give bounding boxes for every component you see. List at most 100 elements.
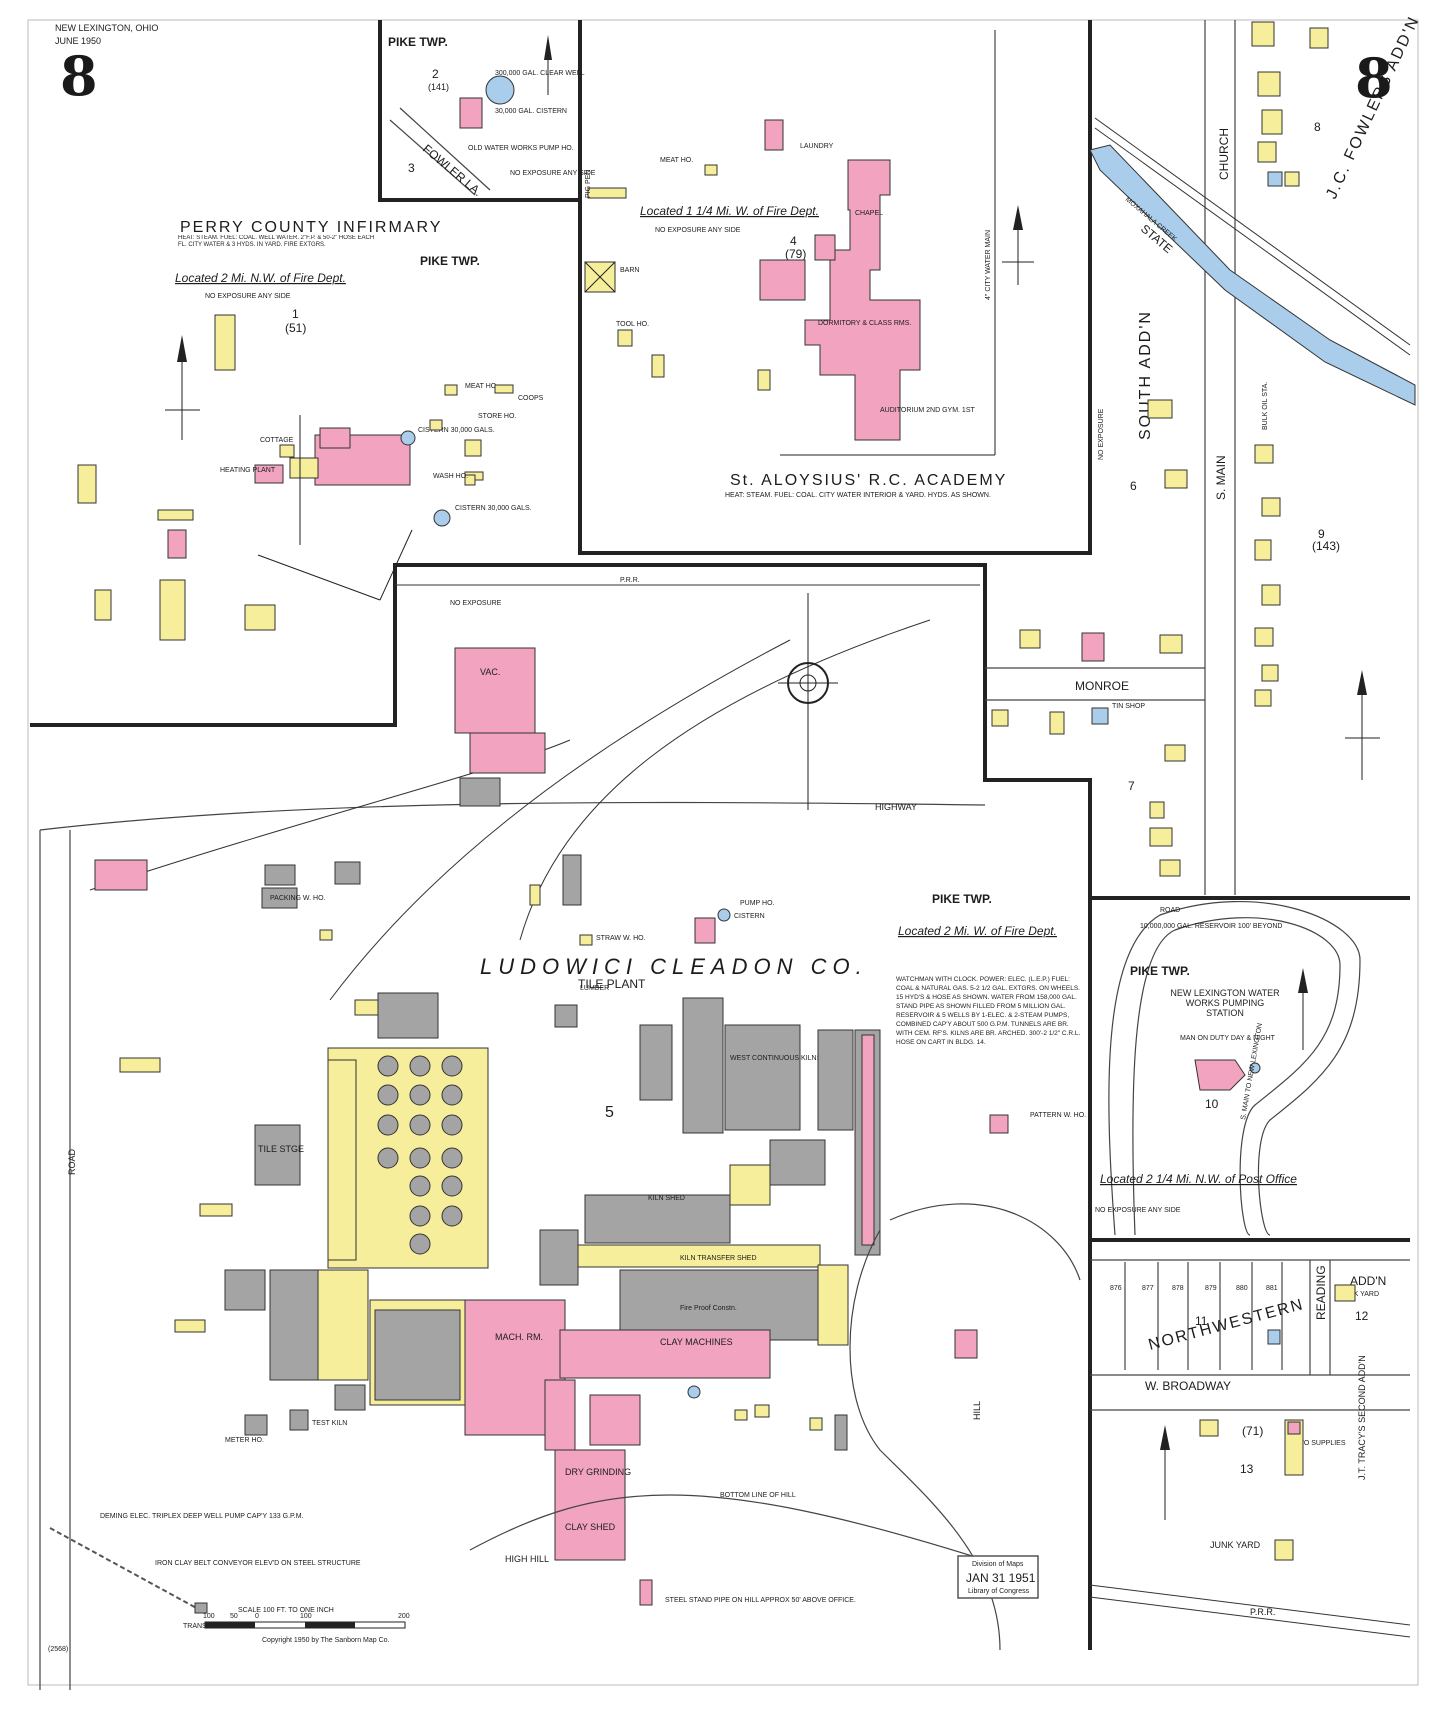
shed-78 — [809, 1417, 823, 1431]
sorting-shed — [639, 1024, 673, 1101]
dwelling — [1261, 664, 1279, 682]
reservoir-note: 10,000,000 GAL. RESERVOIR 100' BEYOND — [1140, 923, 1282, 930]
block12-label: 12 — [1355, 1309, 1369, 1323]
library-stamp — [957, 1555, 1039, 1599]
dwelling — [1159, 859, 1181, 877]
machine-shed — [214, 314, 236, 371]
building-74 — [562, 854, 582, 906]
stamp-line3: Library of Congress — [968, 1588, 1030, 1595]
dry-grinding-label: DRY GRINDING — [565, 1467, 631, 1477]
packing-label: PACKING W. HO. — [270, 895, 326, 902]
ww-road-label: ROAD — [1160, 907, 1180, 914]
infirmary-location: Located 2 Mi. N.W. of Fire Dept. — [175, 271, 346, 285]
city-water-main-label: 4" CITY WATER MAIN — [985, 230, 992, 300]
dwelling — [1254, 444, 1274, 464]
high-hill-label: HIGH HILL — [505, 1554, 549, 1564]
dwelling — [1149, 801, 1165, 819]
plant-location: Located 2 Mi. W. of Fire Dept. — [898, 924, 1057, 938]
infirmary-wing — [319, 427, 351, 449]
plant-title: LUDOWICI CLEADON CO. — [480, 954, 868, 979]
meat-house-label: MEAT HO. — [660, 157, 693, 164]
shed — [529, 884, 541, 906]
lot-number: 881 — [1266, 1285, 1278, 1292]
laundry-label: LAUNDRY — [800, 143, 834, 150]
dormitory-label: DORMITORY & CLASS RMS. — [818, 320, 911, 327]
meter-house — [244, 1414, 268, 1436]
wash-house — [464, 474, 476, 486]
ww-name: NEW LEXINGTON WATER WORKS PUMPING STATIO… — [1170, 988, 1280, 1018]
ww-pike-twp: PIKE TWP. — [1130, 964, 1190, 978]
plant-subtitle: TILE PLANT — [578, 977, 646, 991]
store-house-label: STORE HO. — [478, 413, 516, 420]
junk-yard-label: JUNK YARD — [1210, 1540, 1261, 1550]
block9-label: 9 — [1318, 527, 1325, 541]
brick-dwelling — [1081, 632, 1105, 662]
lot-number: 877 — [1142, 1285, 1154, 1292]
chapel-wing — [814, 234, 836, 261]
no-exposure-label: NO EXPOSURE ANY SIDE — [510, 170, 596, 177]
academy-title: St. ALOYSIUS' R.C. ACADEMY — [730, 472, 1007, 489]
office-supplies — [174, 1319, 206, 1333]
chapel-label: CHAPEL — [855, 210, 883, 217]
road-label: ROAD — [67, 1148, 77, 1175]
mould-storage — [334, 1384, 366, 1411]
cistern-label: CISTERN — [734, 913, 765, 920]
kiln-shed-label: KILN SHED — [648, 1195, 685, 1202]
cistern-1 — [400, 430, 416, 446]
tile-packing-shed — [327, 1059, 357, 1261]
meter-ho-label: METER HO. — [225, 1437, 264, 1444]
cottage-label: COTTAGE — [260, 437, 294, 444]
pump-house-57 — [639, 1579, 653, 1606]
addn-label: ADD'N — [1350, 1274, 1386, 1288]
meat-house — [704, 164, 718, 176]
copyright: Copyright 1950 by The Sanborn Map Co. — [262, 1637, 390, 1644]
bulk-oil-label: BULK OIL STA. — [1262, 382, 1269, 430]
straw-warehouse-66 — [334, 861, 361, 885]
mach-rm-label: MACH. RM. — [495, 1332, 543, 1342]
pump-ho-label: PUMP HO. — [740, 900, 775, 907]
kilns-fire-proof — [769, 1139, 826, 1186]
scale-tick: 100 — [300, 1613, 312, 1620]
water-tank — [687, 1385, 701, 1399]
fire-proof-label: Fire Proof Constn. — [680, 1305, 737, 1312]
academy-heat-note: HEAT: STEAM. FUEL: COAL. CITY WATER INTE… — [725, 492, 991, 499]
dwelling — [1254, 627, 1274, 647]
creek — [1089, 144, 1416, 406]
reservoir-well — [1249, 1062, 1261, 1074]
dwelling — [1254, 539, 1272, 561]
section-boundaries — [30, 20, 1410, 1650]
block-number: 2 — [432, 67, 439, 81]
ww-location: Located 2 1/4 Mi. N.W. of Post Office — [1100, 1172, 1297, 1186]
boiler-rm — [539, 1229, 579, 1286]
north-arrow-icon — [177, 335, 187, 362]
west-continuous-kilns-label: WEST CONTINUOUS KILNS — [730, 1055, 822, 1062]
coops-1 — [494, 384, 514, 394]
scale-tick: 100 — [203, 1613, 215, 1620]
sheet-number-right: 8 — [1355, 46, 1393, 110]
clear-well — [485, 75, 515, 105]
lot-number: 876 — [1110, 1285, 1122, 1292]
glaze-kiln-shed — [269, 1269, 321, 1381]
building-far-east — [954, 1329, 978, 1359]
ww-watch: MAN ON DUTY DAY & NIGHT — [1180, 1035, 1276, 1042]
warehouse-69 — [94, 859, 148, 891]
building-70a — [264, 864, 296, 886]
dwelling — [1199, 1419, 1219, 1437]
scale-tick: 0 — [255, 1613, 259, 1620]
pumping-station — [1194, 1059, 1246, 1091]
se-prr-label: P.R.R. — [1250, 1607, 1275, 1617]
heating-plant — [254, 464, 284, 484]
west-transfer-track — [317, 1269, 369, 1381]
clay-machines-label: CLAY MACHINES — [660, 1337, 733, 1347]
kilns-building — [377, 992, 439, 1039]
laundry — [764, 119, 784, 151]
north-arrow-icon — [1013, 205, 1023, 230]
block9-sub: (143) — [1312, 539, 1340, 553]
block-sub: (141) — [428, 82, 449, 92]
sheet-code: (2568) — [48, 1646, 68, 1653]
straw-warehouse — [579, 934, 593, 946]
dwelling — [1251, 21, 1275, 47]
cottage — [279, 444, 295, 458]
tile-storage — [254, 1124, 301, 1186]
w-broadway-label: W. BROADWAY — [1145, 1379, 1231, 1393]
